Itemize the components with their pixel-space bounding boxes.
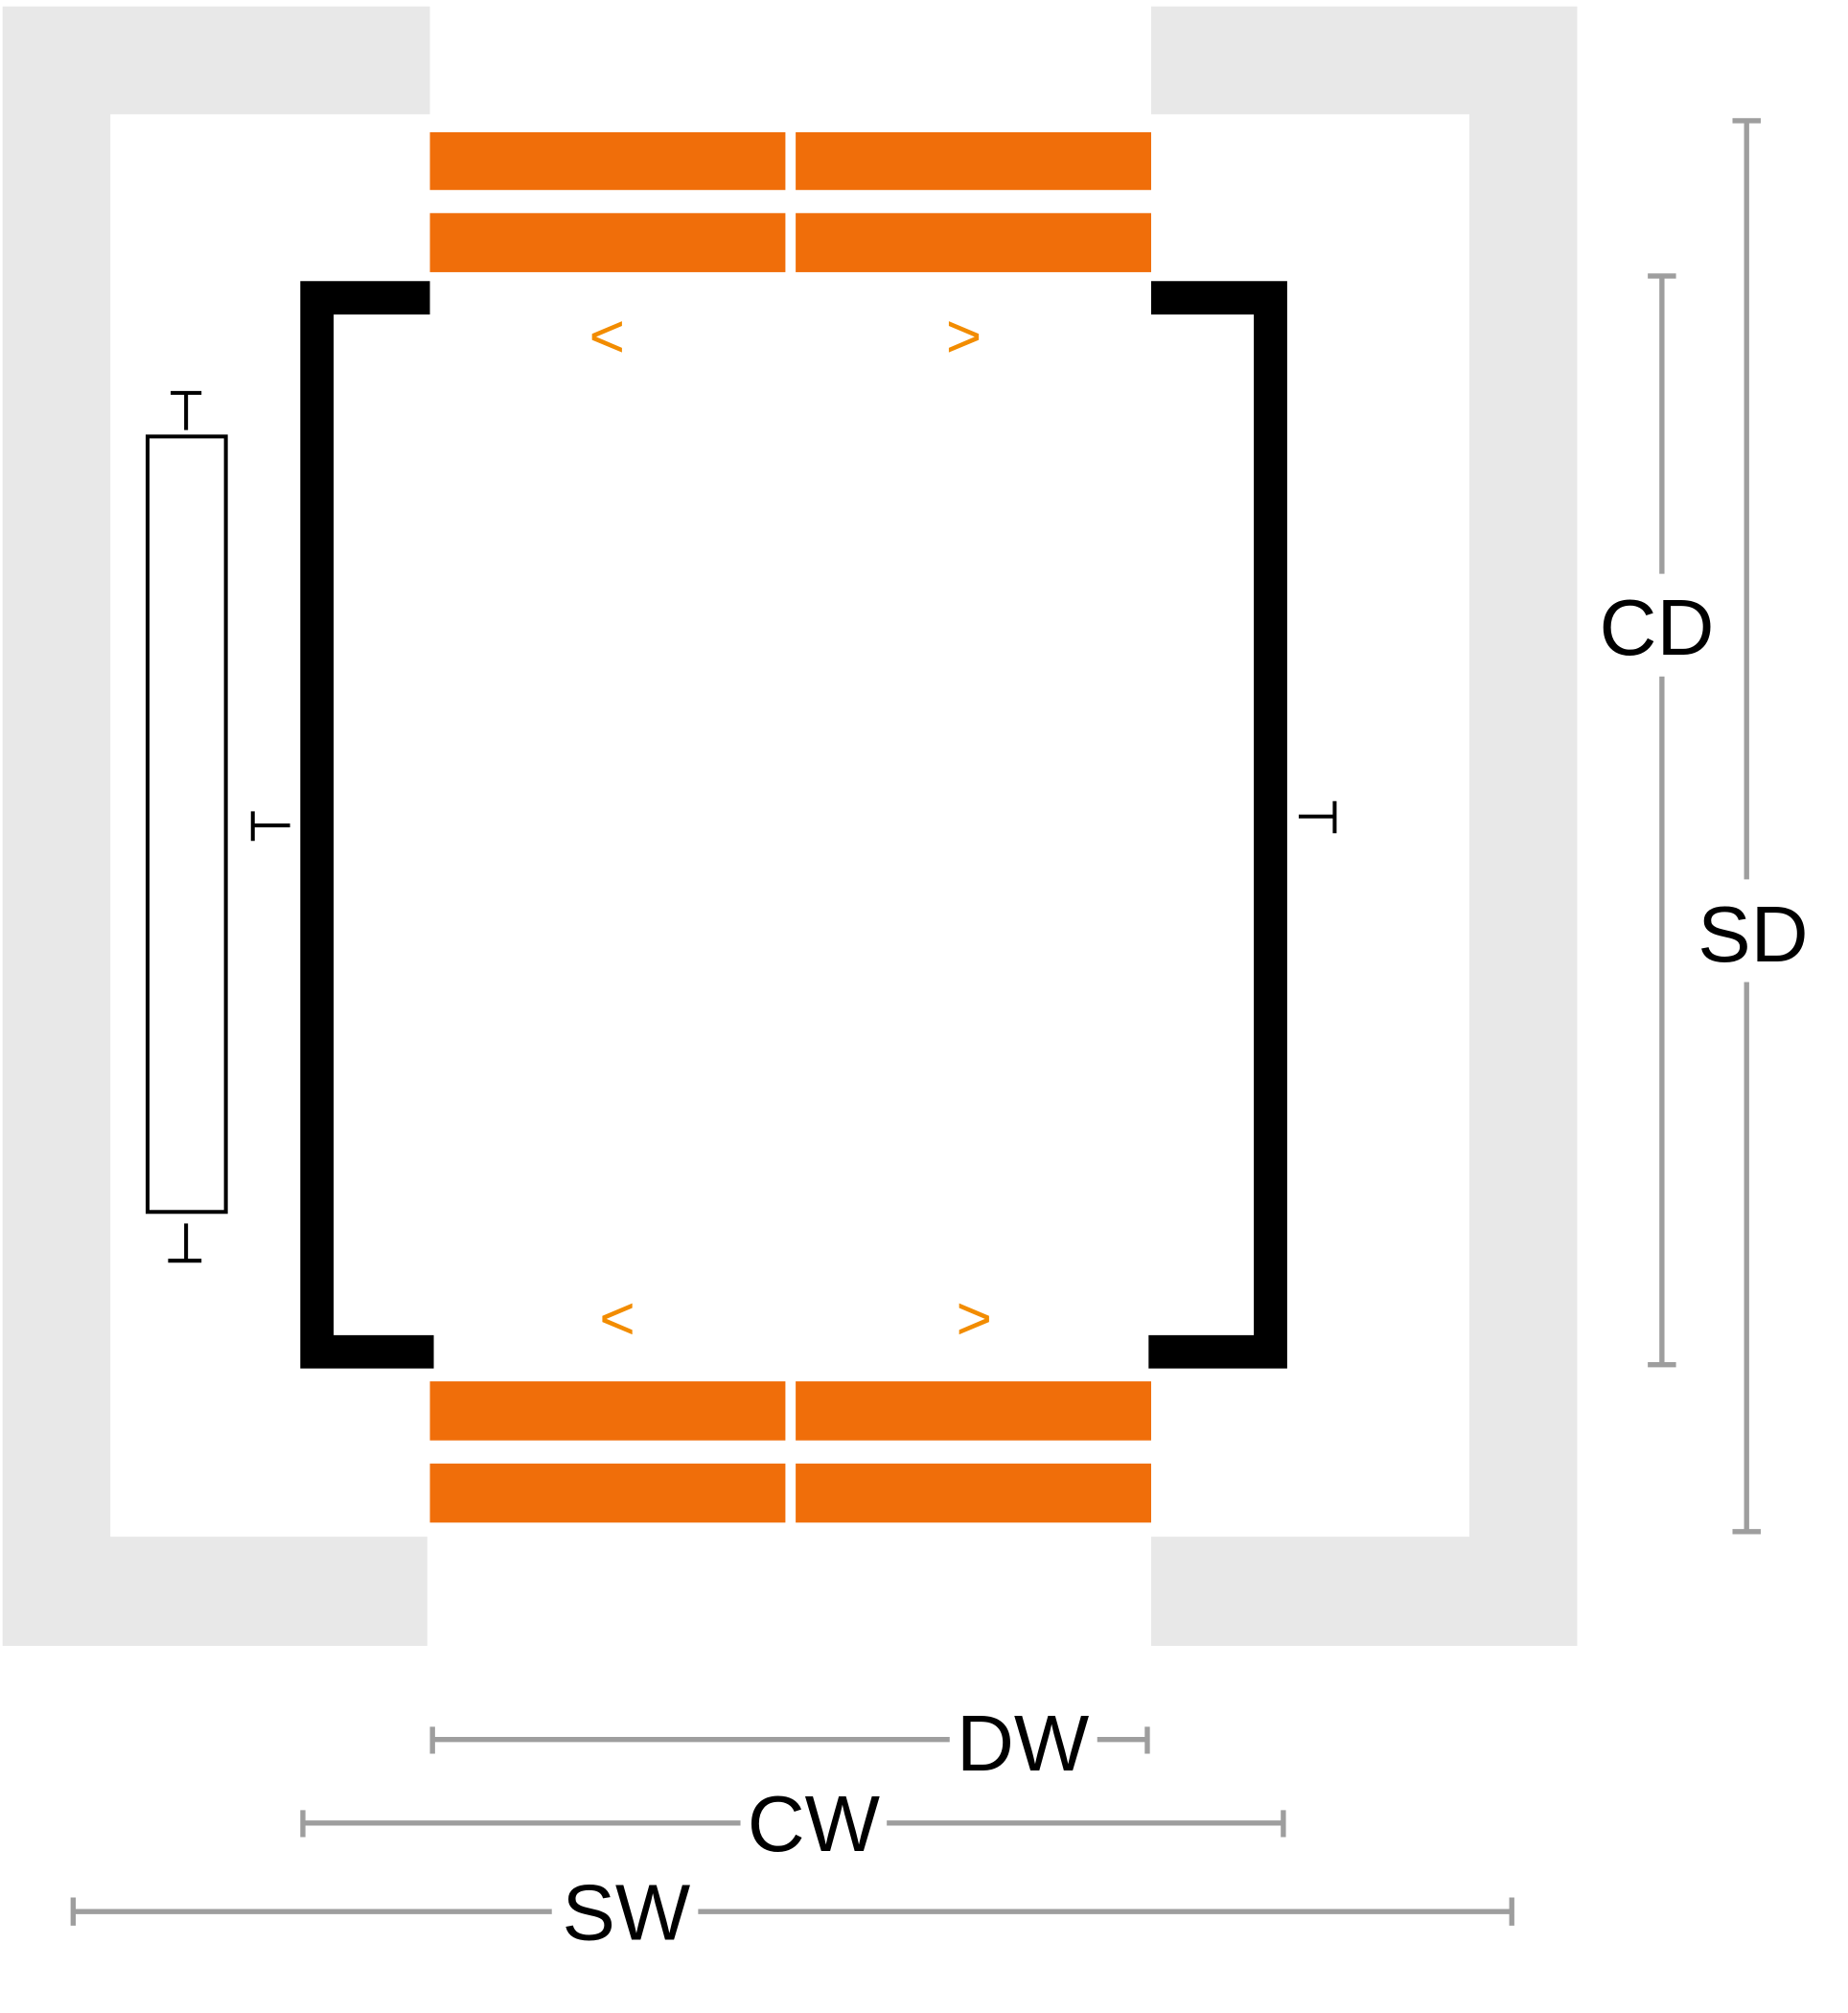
arrow-right-icon: > [956,1284,992,1353]
dimension-cw-line [300,1810,1286,1838]
arrow-left-icon: < [589,301,626,370]
door-panel [796,213,1151,272]
landing-doors-bottom [429,1381,1151,1523]
label-cw: CW [748,1779,881,1868]
label-dw: DW [957,1699,1090,1788]
shaft-wall-right [1150,6,1578,1646]
label-cd: CD [1600,583,1715,672]
car-walls [300,281,1287,1369]
dimension-dw-line [429,1726,1150,1754]
rail-t-icon [168,1223,202,1263]
dimension-sw-line [70,1897,1514,1926]
rail-t-icon [1298,800,1337,834]
landing-doors-top [429,131,1151,272]
dimension-labels: CD SD DW CW SW [563,583,1809,1957]
rail-t-icon [171,390,202,430]
guide-rails [168,390,1337,1263]
door-panel [429,131,786,191]
door-arrows: < > < > [589,301,992,1353]
counterweight [145,434,228,1215]
label-sd: SD [1698,890,1808,979]
dimension-sd-line [1732,118,1761,1535]
arrow-right-icon: > [946,301,982,370]
dimension-lines [70,118,1761,1926]
door-panel [429,1381,786,1441]
car-wall-right [1148,281,1287,1369]
rail-t-icon [250,811,290,842]
door-panel [429,1463,786,1523]
dimension-cd-line [1648,273,1676,1368]
arrow-left-icon: < [599,1284,635,1353]
door-panel [796,1381,1151,1441]
car-wall-left [300,281,434,1369]
shaft-walls [2,6,1578,1646]
door-panel [796,1463,1151,1523]
door-panel [429,213,786,272]
label-sw: SW [563,1868,691,1957]
door-panel [796,131,1151,191]
shaft-wall-left [2,6,430,1646]
